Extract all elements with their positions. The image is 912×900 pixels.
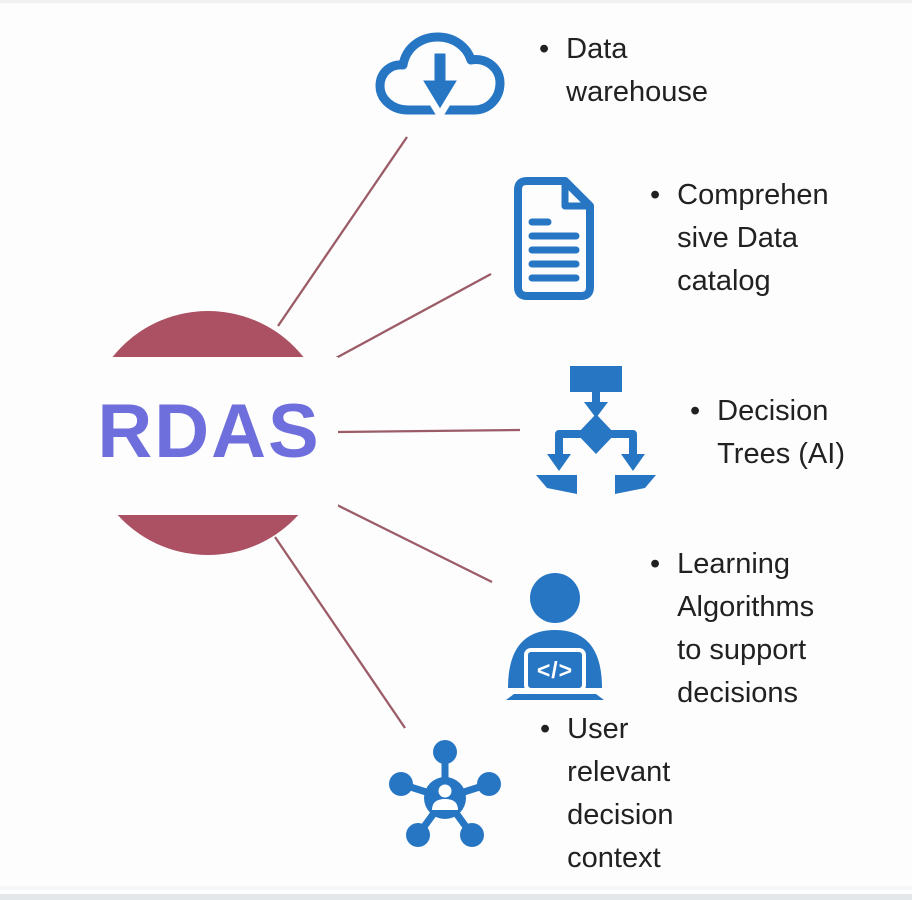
connector-line-decision-trees (337, 428, 521, 434)
connector-line-data-warehouse (277, 136, 408, 327)
decision-tree-icon (536, 366, 656, 494)
user-network-icon (389, 740, 501, 847)
node-label-data-warehouse: • Data warehouse (539, 28, 708, 114)
bullet-icon: • (539, 33, 550, 65)
cloud-download-icon (375, 32, 505, 122)
code-glyph: </> (537, 657, 573, 683)
node-label-text: Data warehouse (566, 33, 709, 108)
bullet-icon: • (650, 548, 661, 580)
node-label-text: Comprehen sive Data catalog (677, 179, 829, 297)
bullet-icon: • (690, 395, 701, 427)
person-coding-icon: </> (506, 573, 604, 700)
center-band (78, 357, 338, 515)
node-label-text: Learning Algorithms to support decisions (677, 548, 815, 709)
node-label-data-catalog: • Comprehen sive Data catalog (650, 174, 829, 303)
node-label-decision-context: • User relevant decision context (540, 708, 674, 880)
document-icon (514, 177, 594, 300)
slide-bottom-highlight (0, 886, 912, 890)
node-label-decision-trees: • Decision Trees (AI) (690, 390, 845, 476)
node-label-learning-algorithms: • Learning Algorithms to support decisio… (650, 543, 814, 715)
connector-line-data-catalog (335, 272, 492, 360)
slide-top-edge (0, 0, 912, 3)
connector-line-decision-context (274, 536, 406, 729)
connector-line-learning-algorithms (336, 503, 493, 584)
node-label-text: Decision Trees (AI) (717, 395, 845, 470)
node-label-text: User relevant decision context (567, 713, 674, 874)
slide-bottom-edge (0, 894, 912, 900)
bullet-icon: • (540, 713, 551, 745)
bullet-icon: • (650, 179, 661, 211)
center-title: RDAS (97, 389, 321, 474)
